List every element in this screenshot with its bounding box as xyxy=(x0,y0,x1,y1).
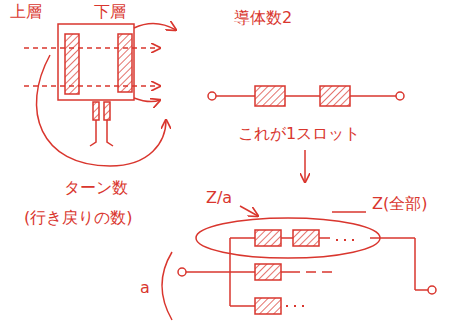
coil-end xyxy=(93,102,99,120)
terminal xyxy=(428,286,436,294)
down-arrow xyxy=(304,150,306,182)
bracket xyxy=(162,252,172,320)
slot-outline xyxy=(58,24,134,100)
conductor-symbol xyxy=(255,86,285,106)
note-label: ターン数 xyxy=(62,178,130,197)
coil-end xyxy=(104,102,110,120)
upper-conductor xyxy=(65,34,79,94)
note-label: 上層 xyxy=(8,2,44,21)
note-label: Z/a xyxy=(204,188,234,207)
terminal xyxy=(208,92,216,100)
flux-line xyxy=(24,85,160,87)
conductor-symbol xyxy=(293,230,319,246)
conductor-symbol xyxy=(320,86,350,106)
note-label: a xyxy=(138,278,152,297)
terminal xyxy=(396,92,404,100)
conductor-symbol xyxy=(255,298,281,314)
flux-line xyxy=(24,47,160,49)
curved-arrow xyxy=(134,98,160,102)
turn-loop xyxy=(37,55,167,166)
note-label: (行き戻りの数) xyxy=(22,208,134,227)
lower-conductor xyxy=(118,34,132,92)
conductor-symbol xyxy=(255,264,281,280)
leader-line xyxy=(332,211,366,213)
note-label: 下層 xyxy=(92,2,128,21)
conductor-symbol xyxy=(255,230,281,246)
note-label: これが1スロット xyxy=(236,124,362,143)
leader-arrow xyxy=(240,206,258,216)
coil-lead xyxy=(90,120,113,146)
branch-ellipse xyxy=(196,218,380,258)
terminal xyxy=(178,268,186,276)
note-label: Z(全部) xyxy=(370,194,429,213)
curved-arrow xyxy=(134,23,176,30)
note-label: 導体数2 xyxy=(232,8,294,27)
